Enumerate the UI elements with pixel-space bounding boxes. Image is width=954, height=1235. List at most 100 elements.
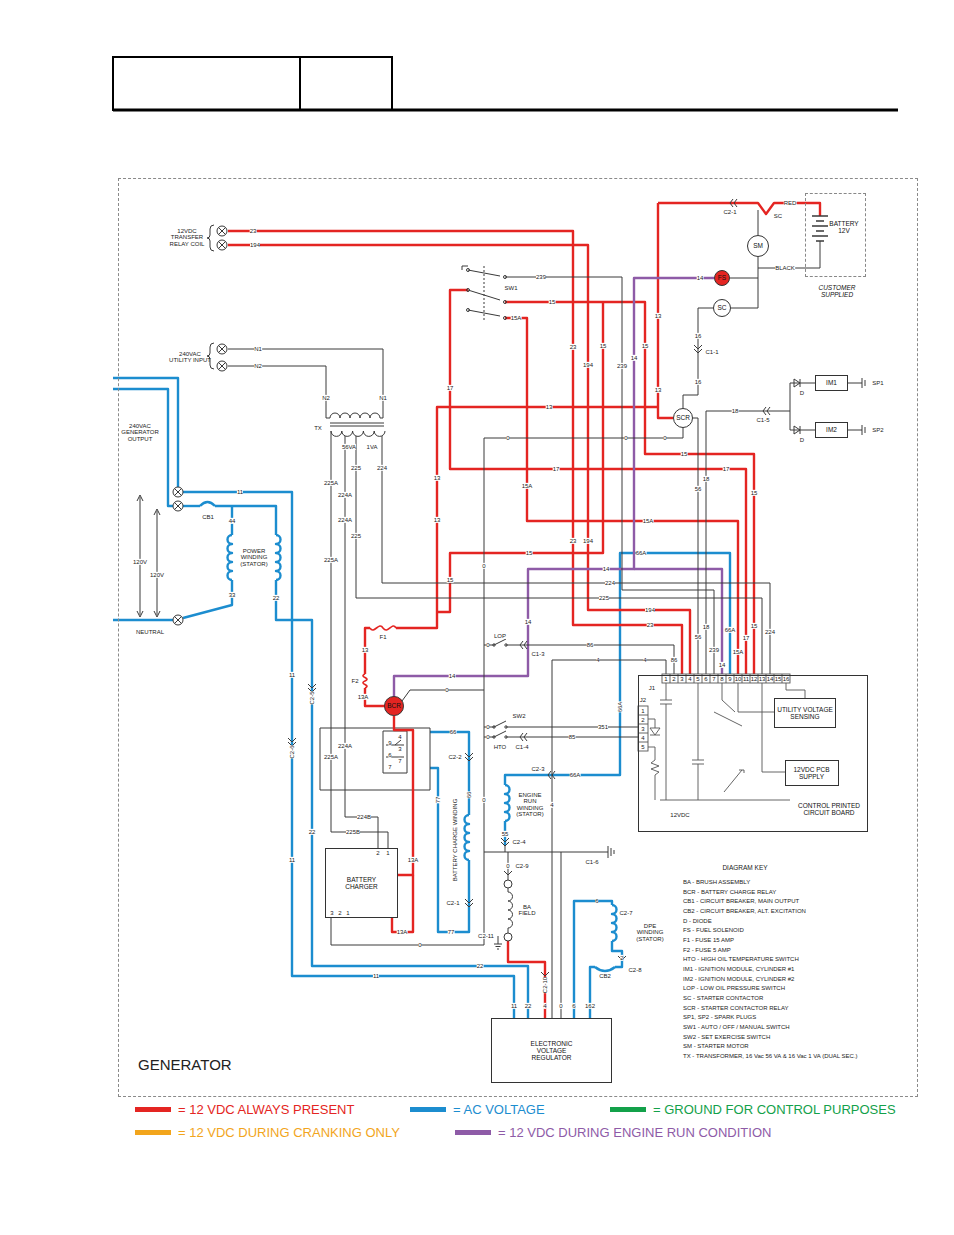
part-label: POWER WINDING (STATOR) xyxy=(238,548,270,567)
connector-symbol-part xyxy=(730,199,737,207)
wire-label: RED xyxy=(784,200,797,206)
node-label: IM2 xyxy=(826,426,837,433)
wire-label: 4 xyxy=(596,657,599,663)
wire-label: C2-7 xyxy=(619,910,632,916)
control-wire-part xyxy=(207,343,214,369)
connector-symbol-part xyxy=(618,956,626,960)
title-block-part xyxy=(113,109,898,112)
wire-label: 0 xyxy=(624,435,627,441)
board-detail-part xyxy=(786,683,805,698)
switch-symbol-part xyxy=(504,301,507,304)
wire-label: 13 xyxy=(655,313,662,319)
board-detail-part xyxy=(724,770,744,792)
title-block-part xyxy=(113,57,300,110)
key-entry: D - DIODE xyxy=(683,918,712,924)
control-wire-part xyxy=(504,880,512,888)
ac-wire-part xyxy=(595,967,615,971)
wire-label: 3 xyxy=(398,746,401,752)
wire-label: 0 xyxy=(486,734,489,740)
switch-symbol-part xyxy=(505,644,507,646)
ac-wire-part xyxy=(505,785,510,821)
part-label: BA FIELD xyxy=(516,904,538,917)
legend-label: = 12 VDC ALWAYS PRESENT xyxy=(178,1102,354,1117)
wire-label: 13 xyxy=(362,647,369,653)
control-wire-part xyxy=(508,928,509,933)
terminal-symbol-part xyxy=(217,240,227,250)
wire-label: SP2 xyxy=(872,427,883,433)
wire-label: 14 xyxy=(697,275,704,281)
wire-label: 85 xyxy=(569,734,576,740)
key-entry: CB2 - CIRCUIT BREAKER, ALT. EXCITATION xyxy=(683,908,806,914)
wire-label: 224A xyxy=(338,517,352,523)
wire-label: 194 xyxy=(583,538,593,544)
part-label: 240VAC GENERATOR OUTPUT xyxy=(115,423,165,442)
dc-wire-part xyxy=(505,302,754,674)
wire-label: 120V xyxy=(133,559,147,565)
terminal-symbol-part xyxy=(173,487,183,497)
dc-wire-part xyxy=(228,231,682,674)
wire-label: 6 xyxy=(572,1003,575,1009)
legend-item: = AC VOLTAGE xyxy=(410,1102,545,1117)
wire-label: J1 xyxy=(649,685,655,691)
ac-wire-part xyxy=(183,492,514,1018)
wire-label: 66 xyxy=(450,729,457,735)
wire-label: 0 xyxy=(506,435,509,441)
wire-label: N2 xyxy=(254,363,262,369)
run-wire xyxy=(394,278,722,697)
wire-label: N1 xyxy=(379,395,387,401)
control-wire-part xyxy=(494,639,506,645)
pin-number: 4 xyxy=(688,676,691,682)
control-wire-part xyxy=(504,933,512,941)
control-wire-part xyxy=(848,430,862,431)
control-wire-part xyxy=(330,423,384,426)
board-detail-part xyxy=(648,747,659,800)
wire-label: DIAGRAM KEY xyxy=(722,865,767,872)
ac-wire-part xyxy=(231,506,233,535)
wire-label: 77 xyxy=(448,929,455,935)
terminal-symbol-part xyxy=(173,501,183,511)
switch-symbol-part xyxy=(493,726,495,728)
wire-label: 13A xyxy=(397,929,408,935)
wire-label: 17 xyxy=(553,466,560,472)
dc-wire-part xyxy=(508,941,545,1018)
wire-label: D xyxy=(800,437,804,443)
wire-label: 4 xyxy=(550,802,553,808)
wire-label: 225A xyxy=(324,557,338,563)
wire-label: 56VA xyxy=(342,444,356,450)
wire-label: 86 xyxy=(671,657,678,663)
legend-swatch xyxy=(410,1107,446,1112)
wire-label: 15A xyxy=(733,649,744,655)
connector-symbol-part xyxy=(465,753,473,761)
terminal-symbol xyxy=(173,226,227,625)
switch-symbol xyxy=(462,266,507,738)
battery-symbol xyxy=(812,216,828,241)
control-wire-part xyxy=(508,852,509,880)
wire-label: F2 xyxy=(351,678,358,684)
terminal-symbol-part xyxy=(175,503,182,510)
node-label: ELECTRONIC VOLTAGE REGULATOR xyxy=(527,1040,577,1062)
control-wire-part xyxy=(506,727,638,728)
run-wire-part xyxy=(394,278,714,697)
key-entry: SP1, SP2 - SPARK PLUGS xyxy=(683,1014,756,1020)
ac-wire-part xyxy=(590,967,595,1018)
control-wire-part xyxy=(331,431,385,436)
wire-label: 15 xyxy=(681,451,688,457)
ac-wire-part xyxy=(612,905,617,941)
wire-label: 18 xyxy=(732,408,739,414)
pin-number: 15 xyxy=(775,676,782,682)
dc-wire-part xyxy=(228,245,690,674)
key-entry: SW1 - AUTO / OFF / MANUAL SWITCH xyxy=(683,1024,790,1030)
legend-swatch xyxy=(135,1130,171,1135)
connector-symbol-part xyxy=(501,838,509,846)
node-label: BCR xyxy=(387,702,401,709)
wire-label: 66A xyxy=(570,772,581,778)
contactor-circle: SC xyxy=(713,299,731,317)
control-wire-part xyxy=(731,268,758,308)
switch-symbol-part xyxy=(462,266,468,270)
wire-label: 13 xyxy=(434,475,441,481)
ac-wire-part xyxy=(200,502,215,506)
pin-number: 4 xyxy=(641,734,644,740)
wire-label: 15 xyxy=(751,623,758,629)
